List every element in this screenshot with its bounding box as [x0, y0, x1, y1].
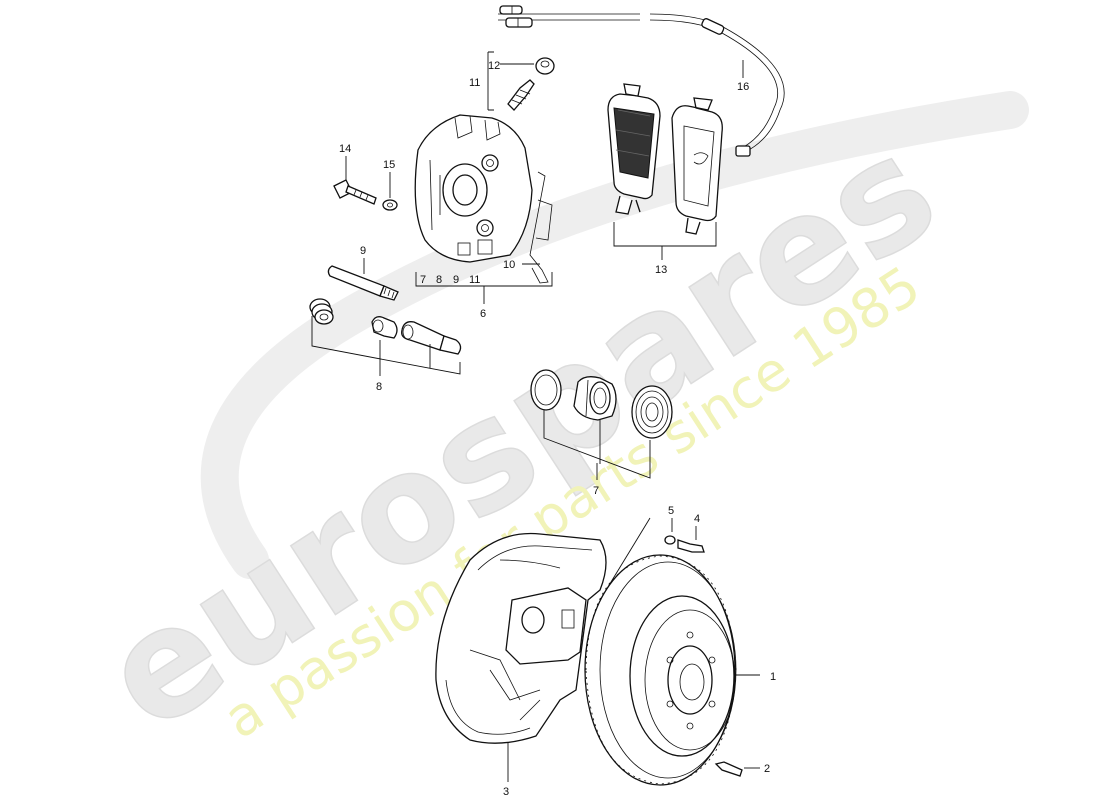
brake-pad-icon: [607, 83, 723, 235]
disc-bolt-icon: [677, 539, 705, 553]
caliper-group-label-8: 8: [436, 274, 442, 286]
splash-shield-icon: [435, 532, 607, 744]
wear-sensor-cable-icon: [498, 5, 785, 157]
brake-caliper-icon: [414, 114, 533, 263]
callout-labels: 1 2 3 4 5 6 7 8 9 10 11 12 13 14 15 16 7…: [339, 60, 776, 798]
callout-4: 4: [694, 513, 700, 525]
watermark-swoosh: [200, 91, 1029, 579]
bolt-icon: [333, 179, 377, 205]
caliper-group-label-9: 9: [453, 274, 459, 286]
callout-8: 8: [376, 381, 382, 393]
guide-sleeve-icon: [371, 316, 398, 339]
callout-5: 5: [668, 505, 674, 517]
spring-clip-icon: [529, 171, 553, 284]
callout-12: 12: [488, 60, 500, 72]
guide-pin-icon: [327, 265, 399, 301]
callout-1: 1: [770, 671, 776, 683]
retaining-screw-icon: [714, 761, 743, 777]
callout-3: 3: [503, 786, 509, 798]
callout-13: 13: [655, 264, 667, 276]
callout-16: 16: [737, 81, 749, 93]
callout-2: 2: [764, 763, 770, 775]
callout-14: 14: [339, 143, 351, 155]
callout-15: 15: [383, 159, 395, 171]
callout-6: 6: [480, 308, 486, 320]
piston-seal-kit-icon: [530, 369, 673, 439]
callout-10: 10: [503, 259, 515, 271]
disc-washer-icon: [664, 535, 676, 545]
brake-disc-icon: [584, 554, 737, 786]
washer-icon: [382, 199, 398, 211]
callout-11: 11: [469, 77, 480, 89]
bleeder-valve-icon: [507, 57, 555, 111]
caliper-group-label-11: 11: [469, 274, 480, 286]
leader-lines: [311, 51, 760, 782]
guide-bushing-icon: [401, 321, 462, 355]
caliper-group-label-7: 7: [420, 274, 426, 286]
callout-9: 9: [360, 245, 366, 257]
guide-pin-boot-icon: [309, 298, 334, 325]
callout-7: 7: [593, 485, 599, 497]
